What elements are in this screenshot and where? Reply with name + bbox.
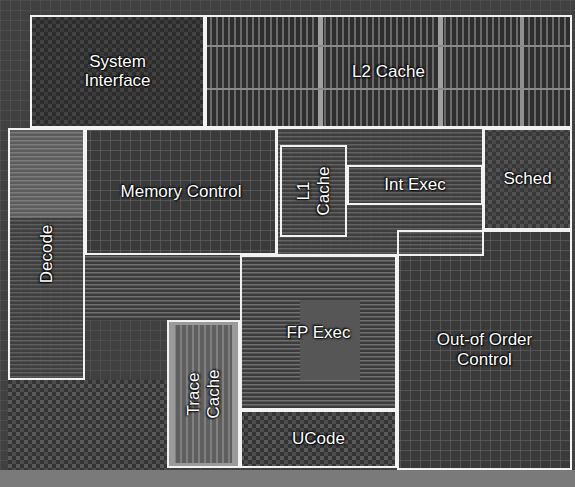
region-label: UCode	[292, 429, 345, 449]
die-region: System Interface	[30, 15, 205, 128]
die-texture	[397, 230, 572, 470]
die-bus	[205, 45, 572, 47]
die-texture	[277, 128, 483, 255]
region-label: Decode	[37, 225, 57, 284]
die-texture	[240, 410, 397, 468]
die-bus	[205, 88, 572, 90]
die-block	[167, 320, 240, 468]
die-texture	[240, 255, 397, 410]
region-label: Out-of Order Control	[425, 330, 545, 369]
region-label: Memory Control	[121, 182, 242, 202]
die-texture	[483, 128, 572, 230]
region-label: FP Exec	[287, 323, 351, 343]
region-label: System Interface	[63, 52, 173, 91]
die-texture	[175, 325, 232, 463]
die-block	[30, 15, 205, 128]
region-label: Sched	[503, 169, 551, 189]
region-label: Trace Cache	[184, 363, 223, 425]
region-label: Int Exec	[384, 175, 445, 195]
die-region: Int Exec	[347, 165, 483, 205]
die-bus	[520, 15, 524, 128]
die-bus	[318, 15, 323, 128]
die-region: UCode	[240, 410, 397, 468]
die-region: L2 Cache	[205, 15, 572, 128]
region-outline	[277, 128, 483, 255]
cache-array	[205, 15, 572, 128]
region-label: L2 Cache	[352, 62, 425, 82]
die-texture	[8, 128, 85, 380]
die-region: Sched	[483, 128, 572, 230]
die-region: Memory Control	[85, 128, 277, 255]
die-bus	[438, 15, 443, 128]
die-texture	[85, 128, 277, 255]
die-region: FP Exec	[240, 255, 397, 410]
die-texture	[30, 15, 205, 128]
region-label: L1 Cache	[294, 164, 333, 219]
die-region: Decode	[8, 128, 85, 380]
die-region: L1 Cache	[280, 145, 347, 237]
die-region: Trace Cache	[167, 320, 240, 468]
die-region: Out-of Order Control	[397, 230, 572, 470]
die-texture	[85, 255, 240, 320]
die-edge	[0, 470, 575, 487]
